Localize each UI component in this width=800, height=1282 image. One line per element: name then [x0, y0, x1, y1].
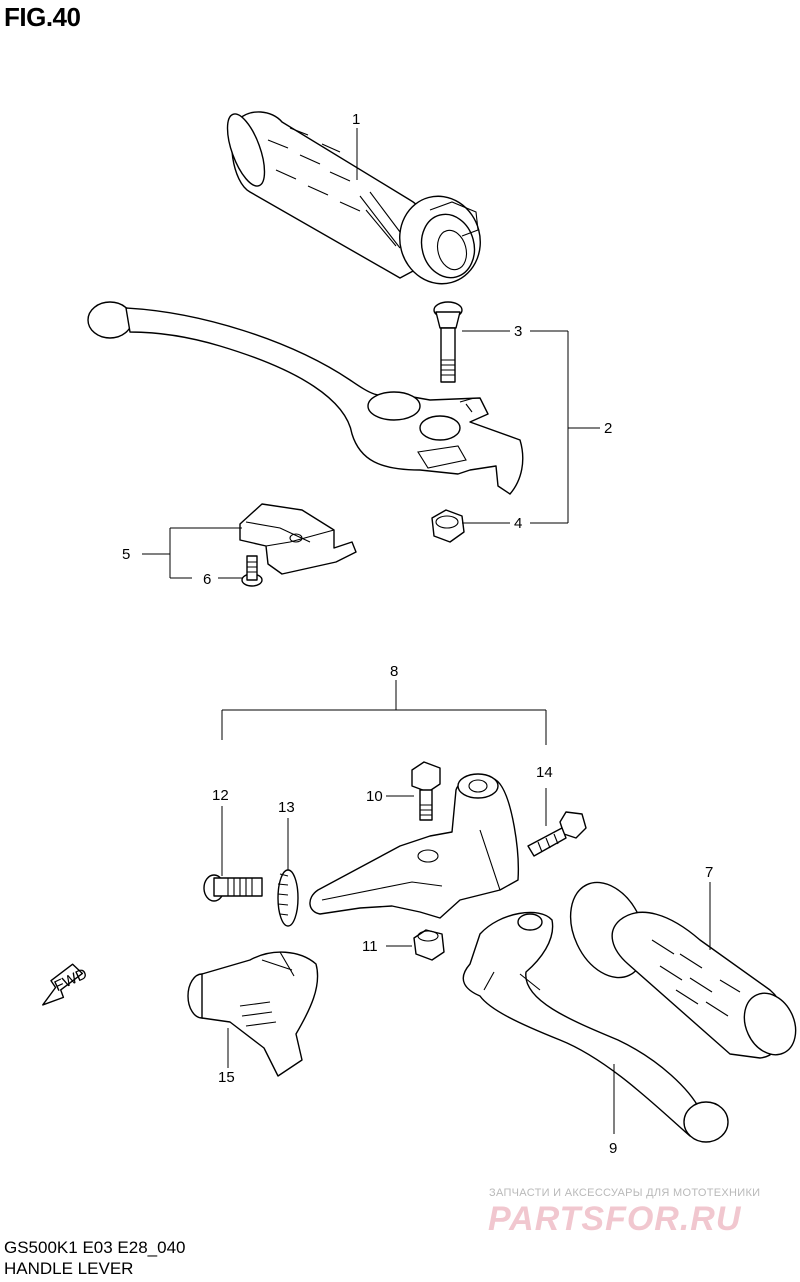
callout-15: 15	[218, 1069, 235, 1086]
callout-5: 5	[122, 546, 130, 563]
callout-13: 13	[278, 799, 295, 816]
callout-1: 1	[352, 111, 360, 128]
fwd-arrow: FWD	[42, 963, 90, 1006]
part-8-clutch-lever-holder[interactable]	[309, 773, 520, 919]
callout-11: 11	[362, 938, 378, 955]
callout-14: 14	[536, 764, 553, 781]
callout-4: 4	[514, 515, 522, 532]
part-12-adjuster-screw[interactable]	[203, 874, 263, 902]
section-name: HANDLE LEVER	[4, 1259, 134, 1278]
part-7-left-grip[interactable]	[556, 870, 800, 1063]
callout-8: 8	[390, 663, 398, 680]
callout-9: 9	[609, 1140, 617, 1157]
part-3-pivot-bolt[interactable]	[433, 301, 463, 383]
callout-2: 2	[604, 420, 612, 437]
watermark-logo: PARTSFOR.RU	[488, 1200, 742, 1238]
part-2-brake-lever[interactable]	[87, 301, 524, 495]
callout-labels: 1 2 3 4 5 6 7 8 9 10 11 12 13 14 15	[122, 111, 713, 1157]
part-15-lever-boot[interactable]	[187, 951, 319, 1077]
watermark-tagline: ЗАПЧАСТИ И АКСЕССУАРЫ ДЛЯ МОТОТЕХНИКИ	[489, 1187, 761, 1199]
model-code: GS500K1 E03 E28_040	[4, 1238, 186, 1257]
part-11-holder-nut[interactable]	[413, 929, 445, 961]
callout-7: 7	[705, 864, 713, 881]
part-14-clamp-bolt[interactable]	[527, 811, 587, 857]
leader-lines	[142, 128, 711, 1134]
part-10-clutch-lever-bolt[interactable]	[411, 761, 441, 821]
part-13-adjuster-wheel[interactable]	[277, 869, 299, 927]
part-6-switch-screw[interactable]	[241, 555, 263, 587]
callout-6: 6	[203, 571, 211, 588]
part-9-clutch-lever[interactable]	[462, 911, 729, 1143]
part-4-lever-nut[interactable]	[431, 509, 465, 543]
callout-10: 10	[366, 788, 383, 805]
callout-12: 12	[212, 787, 229, 804]
figure-title: FIG.40	[4, 2, 81, 32]
part-5-brake-light-switch[interactable]	[239, 503, 357, 575]
part-1-throttle-grip[interactable]	[220, 110, 490, 293]
callout-3: 3	[514, 323, 522, 340]
